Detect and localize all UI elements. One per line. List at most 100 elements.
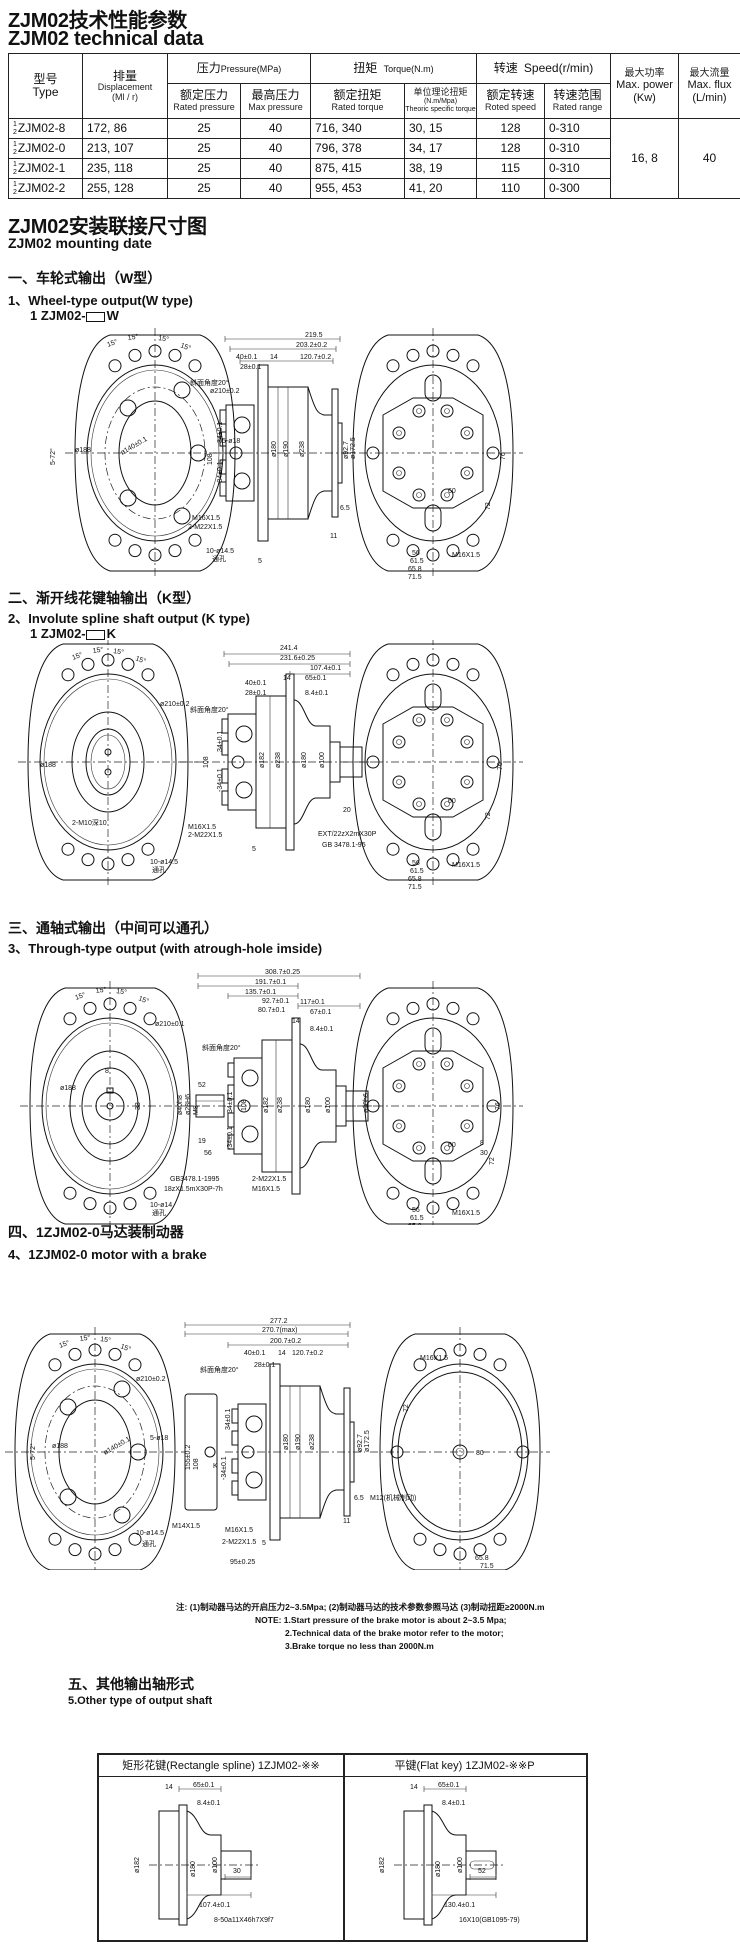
cover-bolt-inner: [464, 779, 470, 785]
bolt-hole: [48, 1358, 62, 1372]
dimension-label: 2-M22X1.5: [188, 524, 222, 531]
dimension-label: 28±0.1: [254, 1362, 275, 1369]
dimension-label: 15°: [95, 986, 107, 995]
dimension-label: 71.5: [480, 1563, 494, 1570]
cover-bolt-inner: [396, 1083, 402, 1089]
section1-heading-cn: 一、车轮式输出（W型）: [8, 270, 162, 286]
body-ring-inner: [30, 1368, 160, 1536]
type-value: ZJM02-0: [17, 140, 66, 155]
cover-bolt: [460, 775, 474, 789]
cover-bolt: [412, 404, 426, 418]
dimension-label: ø92.7: [343, 441, 350, 459]
cell-max-pressure: 40: [240, 158, 311, 179]
port-boss: [231, 1458, 239, 1474]
bolt-hole: [81, 853, 95, 867]
wheel-stud-hole: [113, 1506, 131, 1524]
dimension-label: ø92.7: [357, 1434, 364, 1452]
notes-cn: 注: (1)制动器马达的开启压力2~3.5Mpa; (2)制动器马达的技术参数参…: [176, 1602, 545, 1612]
dimension-label: GB3478.1-1995: [170, 1176, 220, 1183]
bolt-hole: [88, 1547, 102, 1561]
wheel-stud-hole: [113, 1380, 131, 1398]
cover-bolt-inner: [416, 492, 422, 498]
header-torque-group: 扭矩 Torque(N.m): [310, 53, 477, 84]
sub-en: Max pressure: [248, 101, 303, 112]
side-port: [486, 446, 500, 460]
cover-bolt-inner: [416, 1061, 422, 1067]
cover-bolt: [440, 1057, 454, 1071]
side-port: [486, 1099, 500, 1113]
dimension-label: K: [213, 1463, 218, 1470]
port-boss: [231, 1430, 239, 1446]
dimension-label: 15°: [71, 651, 84, 662]
cell-specific-torque: 38, 19: [404, 158, 477, 179]
bolt-hole: [406, 348, 420, 362]
bolt-hole: [493, 1532, 507, 1546]
bolt-hole: [48, 1532, 62, 1546]
port-boss: [231, 1480, 239, 1496]
port-boss: [231, 1408, 239, 1424]
dimension-label: 8.4±0.1: [305, 690, 328, 697]
dimension-label: 5-ø18: [150, 1435, 168, 1442]
dimension-label: 56: [204, 1150, 212, 1157]
brake-release-screw: [452, 1444, 468, 1460]
dimension-label: 15°: [74, 991, 87, 1002]
notes-en-2: 2.Technical data of the brake motor refe…: [285, 1628, 504, 1638]
bolt-hole: [141, 842, 155, 856]
cover-bolt: [412, 713, 426, 727]
dimension-label: 108: [241, 1099, 248, 1111]
port-a: [245, 1415, 263, 1433]
dimension-label: M16X1.5: [225, 1527, 253, 1534]
thread-hole: [104, 748, 112, 756]
spline-shaft-end: [85, 728, 131, 796]
dimension-label: 65±0.1: [193, 1782, 214, 1789]
dimension-label: 72: [403, 1404, 410, 1412]
cover-bolt-inner: [444, 492, 450, 498]
dimension-label: 76: [495, 1102, 502, 1110]
wheel-stud-hole: [119, 489, 137, 507]
section4-heading-en: 4、1ZJM02-0 motor with a brake: [8, 1247, 207, 1262]
flange-outline: [352, 987, 514, 1225]
hub-bore: [118, 400, 192, 506]
dimension-label: 270.7(max): [262, 1327, 297, 1334]
cover-bolt-inner: [416, 408, 422, 414]
cover-bolt-inner: [396, 1123, 402, 1129]
dimension-label: 56: [412, 550, 420, 557]
cell-rated-torque: 875, 415: [310, 158, 405, 179]
dimension-label: 15°: [179, 341, 192, 352]
through-type-drawing: 15°15°15°15°ø210±0.1ø18833810-ø14通孔308.7…: [20, 969, 523, 1225]
power-en: Max. power: [616, 79, 673, 92]
bolt-hole: [121, 657, 135, 671]
cell-rated-pressure: 25: [167, 178, 241, 199]
dimension-label: 2-M22X1.5: [222, 1539, 256, 1546]
dimension-label: 65.8: [475, 1555, 489, 1562]
cell-rated-speed: 115: [476, 158, 545, 179]
prefix-bottom: 2: [13, 188, 17, 196]
cover-bolt-inner: [396, 779, 402, 785]
dimension-label: M12(机械制动): [370, 1493, 416, 1502]
dimension-label: ø100: [325, 1097, 332, 1113]
dimension-label: 14: [165, 1784, 173, 1791]
dimension-label: ø190: [283, 441, 290, 457]
cell-specific-torque: 30, 15: [404, 118, 477, 139]
dimension-label: 5: [252, 846, 256, 853]
wheel-stud-hole: [189, 444, 207, 462]
top-slot: [424, 683, 442, 711]
dimension-label: 8: [480, 1140, 484, 1147]
bolt-hole: [68, 1347, 82, 1361]
dimension-label: M16X1.5: [452, 552, 480, 559]
dimension-label: ø30h6: [363, 1093, 370, 1113]
through-hole: [106, 1102, 114, 1110]
dimension-label: GB 3478.1-95: [322, 842, 366, 849]
dimension-label: 56: [412, 860, 420, 867]
dimension-label: ø182: [134, 1857, 141, 1873]
dimension-label: 56: [412, 1207, 420, 1214]
section2-heading-cn: 二、渐开线花键轴输出（K型）: [8, 590, 201, 606]
dimension-label: 14: [410, 1784, 418, 1791]
bolt-hole: [433, 1543, 447, 1557]
cover-bolt: [460, 1079, 474, 1093]
cover-bolt: [392, 735, 406, 749]
dimension-label: 10-ø14.5: [150, 859, 178, 866]
port-a: [241, 1069, 259, 1087]
top-slot: [424, 374, 442, 402]
